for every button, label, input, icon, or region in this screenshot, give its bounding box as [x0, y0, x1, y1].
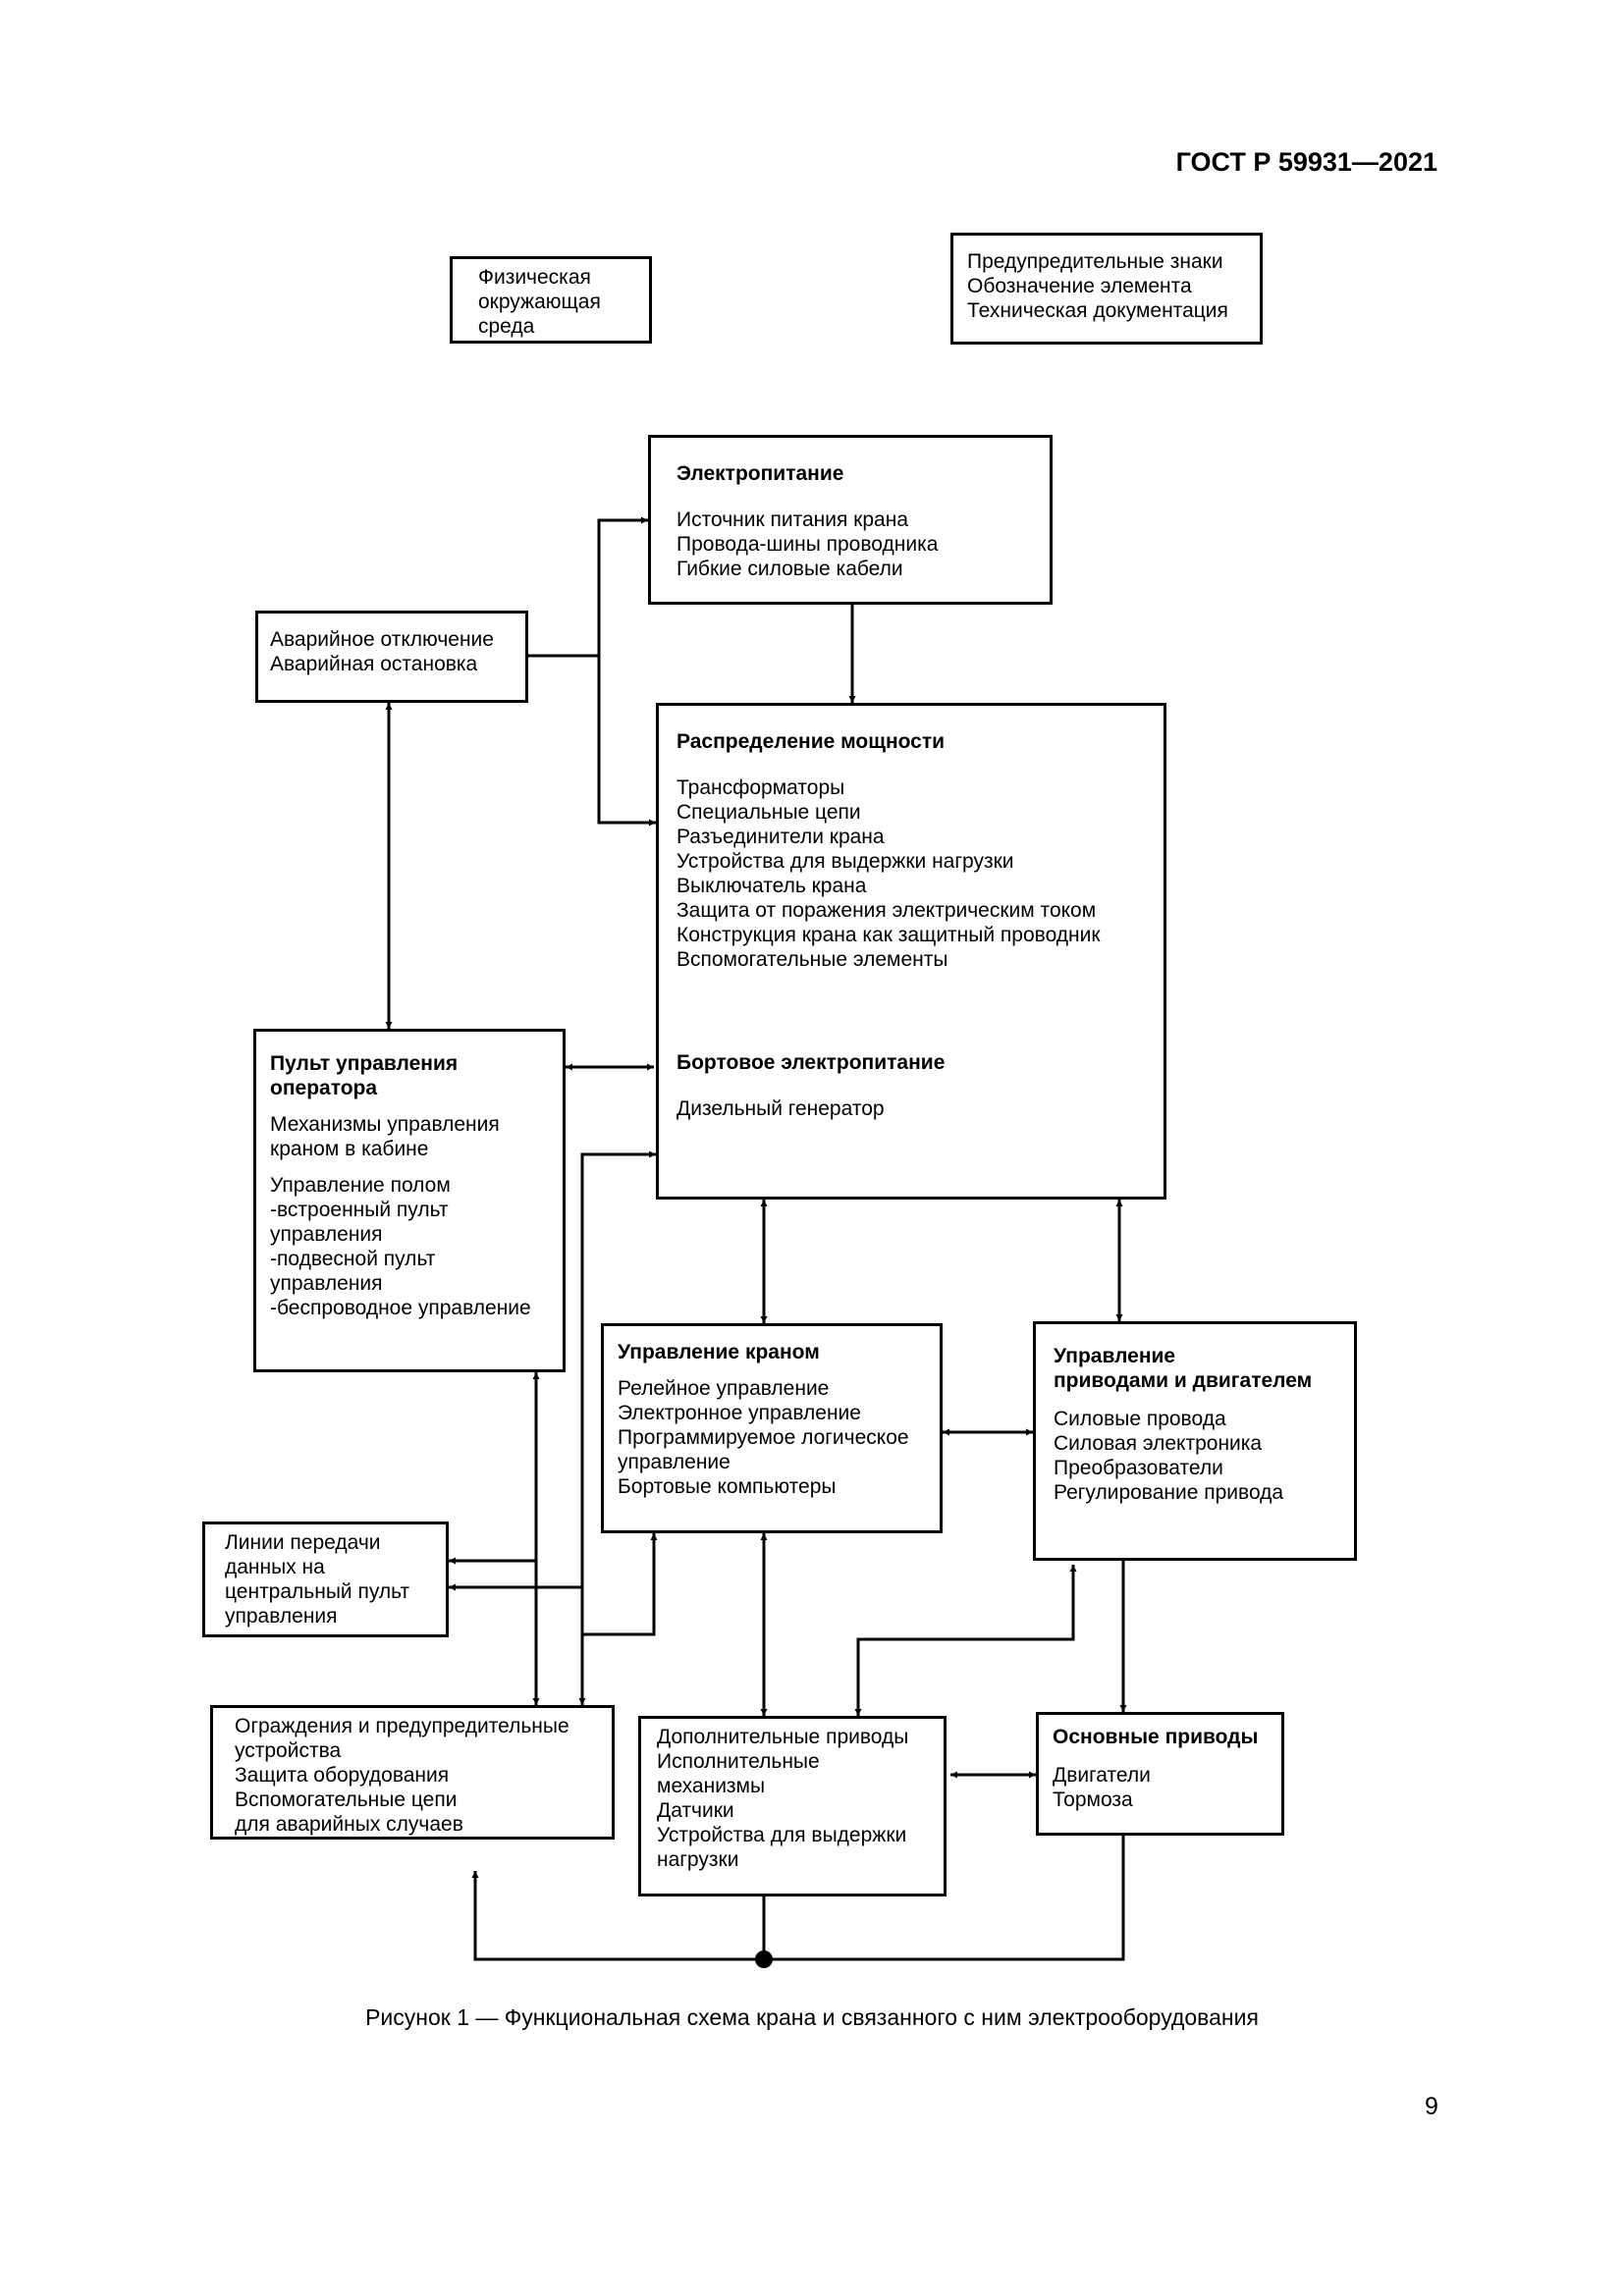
text-line: Силовые провода [1054, 1408, 1226, 1430]
box-documentation: Предупредительные знаки Обозначение элем… [950, 233, 1263, 345]
box-operator-panel: Пульт управления оператора Механизмы упр… [253, 1029, 566, 1372]
box-title: Основные приводы [1053, 1726, 1259, 1748]
text-line: Вспомогательные элементы [677, 948, 948, 971]
text-line: краном в кабине [270, 1138, 429, 1160]
text-line: Гибкие силовые кабели [677, 558, 903, 580]
text-line: центральный пульт [225, 1580, 410, 1603]
box-power-supply: Электропитание Источник питания крана Пр… [648, 435, 1053, 605]
text-line: среда [478, 315, 535, 338]
text-line: Защита оборудования [235, 1764, 450, 1787]
box-subtitle: Бортовое электропитание [677, 1051, 946, 1074]
text-line: Исполнительные [657, 1750, 820, 1773]
conn-drive-control-aux [854, 1565, 1077, 1716]
text-line: Управление полом [270, 1174, 451, 1197]
text-line: Вспомогательные цепи [235, 1789, 458, 1811]
box-data-lines: Линии передачи данных на центральный пул… [202, 1522, 449, 1637]
conn-bottom-bus [471, 1836, 1125, 1961]
text-line: -подвесной пульт [270, 1248, 436, 1270]
document-id: ГОСТ Р 59931—2021 [1175, 147, 1437, 177]
text-line: -встроенный пульт [270, 1199, 449, 1221]
text-line: Устройства для выдержки [657, 1824, 907, 1846]
text-line: Электронное управление [618, 1402, 861, 1424]
junction-dot [755, 1950, 773, 1968]
box-crane-control: Управление краном Релейное управление Эл… [601, 1323, 943, 1533]
text-line: Двигатели [1053, 1764, 1151, 1787]
text-line: Преобразователи [1054, 1457, 1223, 1479]
text-line: Датчики [657, 1799, 734, 1822]
box-title: приводами и двигателем [1054, 1369, 1313, 1392]
text-line: окружающая [478, 291, 601, 313]
text-line: Разъединители крана [677, 826, 885, 848]
text-line: Провода-шины проводника [677, 533, 939, 556]
text-line: Линии передачи [225, 1531, 381, 1554]
text-line: -беспроводное управление [270, 1297, 531, 1319]
box-title: оператора [270, 1077, 378, 1099]
text-line: Обозначение элемента [967, 275, 1192, 297]
box-title: Электропитание [677, 462, 844, 485]
text-line: Источник питания крана [677, 508, 909, 531]
box-title: Распределение мощности [677, 730, 946, 753]
text-line: Предупредительные знаки [967, 250, 1223, 273]
text-line: Ограждения и предупредительные [235, 1715, 569, 1737]
text-line: Дизельный генератор [677, 1097, 885, 1120]
box-guards: Ограждения и предупредительные устройств… [210, 1705, 615, 1840]
text-line: Регулирование привода [1054, 1481, 1284, 1504]
text-line: для аварийных случаев [235, 1813, 463, 1836]
text-line: устройства [235, 1739, 342, 1762]
box-physical-environment: Физическая окружающая среда [450, 256, 652, 344]
text-line: механизмы [657, 1775, 766, 1797]
text-line: Трансформаторы [677, 776, 845, 799]
page-number: 9 [1425, 2093, 1438, 2120]
text-line: Силовая электроника [1054, 1432, 1263, 1455]
conn-bus-to-power-supply [597, 516, 648, 656]
text-line: управления [270, 1223, 383, 1246]
text-line: Аварийная остановка [270, 653, 478, 675]
text-line: Тормоза [1053, 1789, 1133, 1811]
text-line: Бортовые компьютеры [618, 1475, 837, 1498]
text-line: Выключатель крана [677, 875, 867, 897]
box-emergency: Аварийное отключение Аварийная остановка [255, 611, 528, 703]
text-line: нагрузки [657, 1848, 739, 1871]
box-title: Пульт управления [270, 1052, 459, 1075]
conn-bus-to-distribution [597, 656, 656, 827]
box-title: Управление краном [618, 1341, 820, 1363]
text-line: Релейное управление [618, 1377, 830, 1400]
text-line: управление [618, 1451, 731, 1473]
box-power-distribution: Распределение мощности Трансформаторы Сп… [656, 703, 1166, 1200]
conn-trunk-to-crane-control [582, 1533, 658, 1636]
text-line: Дополнительные приводы [657, 1726, 909, 1748]
text-line: управления [225, 1605, 338, 1628]
text-line: данных на [225, 1556, 325, 1578]
text-line: Физическая [478, 266, 591, 289]
text-line: Техническая документация [967, 299, 1228, 322]
text-line: Специальные цепи [677, 801, 861, 824]
box-aux-drives: Дополнительные приводы Исполнительные ме… [638, 1716, 947, 1896]
text-line: Защита от поражения электрическим током [677, 899, 1097, 922]
box-drive-control: Управление приводами и двигателем Силовы… [1033, 1321, 1357, 1561]
box-main-drives: Основные приводы Двигатели Тормоза [1036, 1712, 1284, 1836]
figure-caption: Рисунок 1 — Функциональная схема крана и… [365, 2004, 1259, 2030]
text-line: Программируемое логическое [618, 1426, 909, 1449]
text-line: Конструкция крана как защитный проводник [677, 924, 1101, 946]
text-line: Устройства для выдержки нагрузки [677, 850, 1014, 873]
text-line: управления [270, 1272, 383, 1295]
box-title: Управление [1054, 1345, 1176, 1367]
text-line: Механизмы управления [270, 1113, 500, 1136]
text-line: Аварийное отключение [270, 628, 494, 651]
